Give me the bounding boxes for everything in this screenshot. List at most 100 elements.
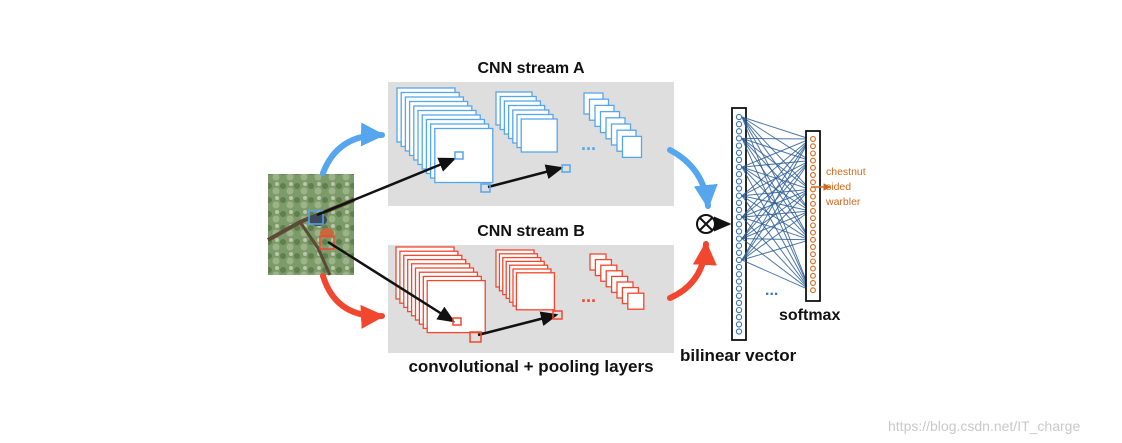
softmax-node [810,143,816,150]
stream-b-rf-2 [469,331,482,343]
connection-line [741,195,811,291]
connection-line [741,138,811,239]
vector-node [735,142,743,149]
arrow-a1-to-a2 [487,164,564,189]
vector-node [735,156,743,164]
connection-line [741,210,811,261]
softmax-node [810,251,816,258]
connection-line [741,216,811,241]
vector-node [735,263,743,271]
softmax-node [810,258,816,265]
vector-node [735,149,743,156]
arrow-b1-to-b2 [477,311,559,337]
class-label-line-3: warbler [826,196,861,208]
bilinear-vector-caption: bilinear vector [680,346,797,365]
connection-line [741,137,811,162]
stream-a-ellipsis: ... [581,134,596,154]
vector-node [735,192,743,199]
stream-b-ellipsis: ... [581,286,596,306]
class-label-line-2: sided [826,181,852,193]
stream-a-title: CNN stream A [477,60,585,77]
curve-arrow-a-to-op [667,147,718,209]
softmax-node [810,229,816,236]
vector-node [735,306,743,314]
softmax-node [810,265,816,272]
fully-connected-lines [741,116,811,291]
stream-a-rf-1 [454,151,464,160]
connection-line [741,238,811,241]
stream-a-rf-2 [480,183,491,193]
watermark: https://blog.csdn.net/IT_charge [888,418,1081,434]
vector-node [735,321,743,328]
curve-arrow-to-stream-a [320,122,385,176]
vector-node [735,171,743,178]
softmax-node [810,272,816,279]
vector-node [735,128,743,135]
vector-node [735,314,743,321]
connection-line [741,116,811,140]
softmax-node [810,157,816,164]
vector-node [735,213,743,221]
stream-a-stack-3-layer [621,135,643,159]
curve-arrow-to-stream-b [320,273,385,329]
vector-node [735,185,743,192]
softmax-node [810,172,816,178]
vector-node [735,228,743,235]
softmax-node [810,179,816,186]
vector-node [735,249,743,256]
stream-a-rf-3 [561,164,571,173]
arrow-image-to-b1 [327,240,456,323]
stream-a-stack-2-layer [520,118,558,153]
connection-line [741,238,811,291]
softmax-node [810,236,816,243]
stream-b-title: CNN stream B [477,223,585,240]
connection-line [741,188,811,240]
vector-ellipsis: ... [765,282,778,299]
connection-line [741,189,811,261]
vector-node [735,199,743,206]
vector-node [735,206,743,214]
vector-node [735,163,743,171]
connection-line [741,138,811,218]
vector-node [735,113,743,121]
stream-a-stack-1-layer [434,127,494,184]
connection-line [741,216,811,291]
vector-node [735,292,743,299]
softmax-node [810,287,816,294]
arrow-image-to-a1 [316,157,457,217]
vector-node [735,135,743,142]
softmax-node [810,222,816,229]
connection-line [741,160,811,261]
softmax-node [810,150,816,157]
connection-line [741,160,811,168]
stream-b-rf-3 [552,310,563,320]
stream-b-rf-1 [452,317,462,326]
vector-node [735,178,743,185]
softmax-node [810,193,816,200]
connection-line [741,138,811,212]
vector-node [735,121,743,128]
connection-line [741,138,811,168]
vector-node [735,256,743,264]
softmax-node [810,244,816,250]
stream-a-feature-maps [396,87,643,184]
connection-line [741,188,811,197]
softmax-node [810,136,816,142]
stream-b-stack-2-layer [515,272,556,311]
connection-line [741,137,811,140]
connection-line [741,188,811,218]
vector-node [735,271,743,278]
softmax-node [810,215,816,222]
bilinear-vector-nodes [735,113,743,335]
softmax-node [810,280,816,286]
softmax-caption: softmax [779,307,841,324]
connection-line [741,195,811,241]
stream-b-stack-3-layer [627,292,645,310]
vector-node [735,242,743,249]
class-label-line-1: chestnut [826,166,866,178]
curve-arrow-b-to-op [667,241,717,301]
softmax-nodes [810,136,816,294]
stream-b-feature-maps [395,246,645,334]
softmax-node [810,164,816,171]
conv-pooling-caption: convolutional + pooling layers [408,357,654,376]
